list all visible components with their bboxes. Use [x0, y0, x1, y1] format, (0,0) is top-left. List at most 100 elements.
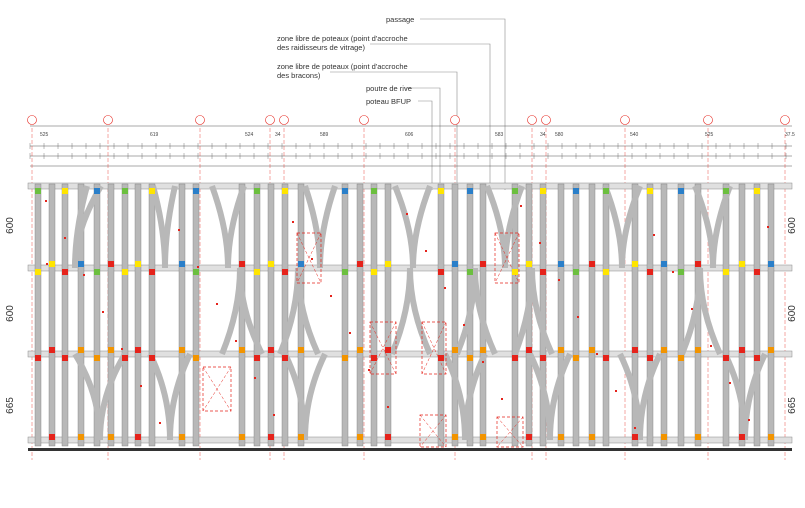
callout-zone-glazing-line1: zone libre de poteaux (point d'accroche — [277, 34, 408, 43]
callout-zone-bracing-line1: zone libre de poteaux (point d'accroche — [277, 62, 408, 71]
fixing-mark — [406, 213, 408, 215]
top-dimension-label: 580 — [555, 132, 564, 138]
fixing-mark — [425, 250, 427, 252]
fixing-point — [768, 434, 774, 440]
callout-zone-glazing: zone libre de poteaux (point d'accroche … — [277, 34, 437, 52]
post-branch — [410, 184, 433, 269]
fixing-mark — [178, 229, 180, 231]
bfup-post — [753, 183, 761, 447]
post-branch — [502, 184, 525, 269]
post-branch — [547, 352, 573, 441]
fixing-mark — [539, 242, 541, 244]
fixing-point — [723, 188, 729, 194]
fixing-point — [149, 269, 155, 275]
fixing-mark — [653, 234, 655, 236]
fixing-point — [179, 261, 185, 267]
free-zone-cross — [419, 414, 447, 448]
fixing-point — [357, 261, 363, 267]
fixing-point — [282, 355, 288, 361]
axis-marker — [359, 115, 369, 125]
fixing-mark — [46, 263, 48, 265]
fixing-mark — [615, 390, 617, 392]
fixing-point — [632, 261, 638, 267]
fixing-point — [268, 434, 274, 440]
bfup-post — [572, 183, 580, 447]
fixing-mark — [311, 258, 313, 260]
fixing-point — [558, 434, 564, 440]
fixing-mark — [691, 308, 693, 310]
right-height-level-2: 600 — [786, 305, 798, 322]
fixing-point — [739, 261, 745, 267]
post-branch — [237, 267, 265, 356]
fixing-point — [149, 188, 155, 194]
floor-beam — [27, 350, 793, 358]
bfup-post — [451, 183, 459, 447]
axis-marker — [195, 115, 205, 125]
left-height-level-2: 600 — [4, 305, 16, 322]
bfup-post — [511, 183, 519, 447]
fixing-mark — [501, 398, 503, 400]
fixing-point — [108, 347, 114, 353]
fixing-mark — [368, 369, 370, 371]
fixing-point — [573, 188, 579, 194]
fixing-mark — [159, 422, 161, 424]
bfup-post — [178, 183, 186, 447]
fixing-mark — [710, 345, 712, 347]
fixing-point — [438, 269, 444, 275]
fixing-point — [282, 188, 288, 194]
fixing-point — [768, 261, 774, 267]
fixing-point — [298, 261, 304, 267]
fixing-point — [193, 269, 199, 275]
top-dimension-label: 525 — [40, 132, 49, 138]
bfup-post — [384, 183, 392, 447]
fixing-mark — [273, 414, 275, 416]
fixing-point — [239, 434, 245, 440]
fixing-point — [512, 188, 518, 194]
fixing-point — [589, 347, 595, 353]
top-dimension-label: 583 — [495, 132, 504, 138]
top-dimension-label: 34 — [540, 132, 546, 138]
fixing-mark — [672, 271, 674, 273]
bfup-posts — [34, 183, 775, 447]
post-branch — [462, 352, 488, 441]
post-branch — [167, 352, 193, 441]
top-dimension-label: 619 — [150, 132, 159, 138]
top-dimension-label: 589 — [320, 132, 329, 138]
fixing-point — [385, 347, 391, 353]
fixing-point — [695, 434, 701, 440]
fixing-point — [589, 261, 595, 267]
free-zones — [202, 232, 524, 448]
bfup-post — [602, 183, 610, 447]
fixing-mark — [102, 311, 104, 313]
left-height-level-1: 600 — [4, 217, 16, 234]
fixing-point — [94, 269, 100, 275]
top-dimension-label: 34 — [275, 132, 281, 138]
fixing-point — [135, 434, 141, 440]
fixing-point — [298, 434, 304, 440]
left-height-level-3: 665 — [4, 397, 16, 414]
fixing-point — [678, 269, 684, 275]
fixing-mark — [235, 340, 237, 342]
fixing-mark — [45, 200, 47, 202]
axis-marker — [620, 115, 630, 125]
free-zone-cross — [202, 366, 232, 412]
post-branch — [697, 267, 723, 356]
fixing-point — [480, 347, 486, 353]
fixing-point — [342, 355, 348, 361]
free-zone — [419, 414, 447, 448]
post-branch — [407, 267, 433, 356]
bfup-post — [370, 183, 378, 447]
fixing-point — [62, 355, 68, 361]
fixing-point — [661, 261, 667, 267]
top-dimension-label: 540 — [630, 132, 639, 138]
fixing-point — [179, 434, 185, 440]
callout-zone-glazing-line2: des raidisseurs de vitrage) — [277, 43, 365, 52]
post-branch — [392, 184, 416, 269]
fixing-point — [94, 355, 100, 361]
fixing-point — [526, 434, 532, 440]
fixing-point — [603, 269, 609, 275]
free-zone-cross — [494, 232, 520, 284]
fixing-point — [558, 261, 564, 267]
free-zone — [202, 366, 232, 412]
fixing-point — [122, 355, 128, 361]
